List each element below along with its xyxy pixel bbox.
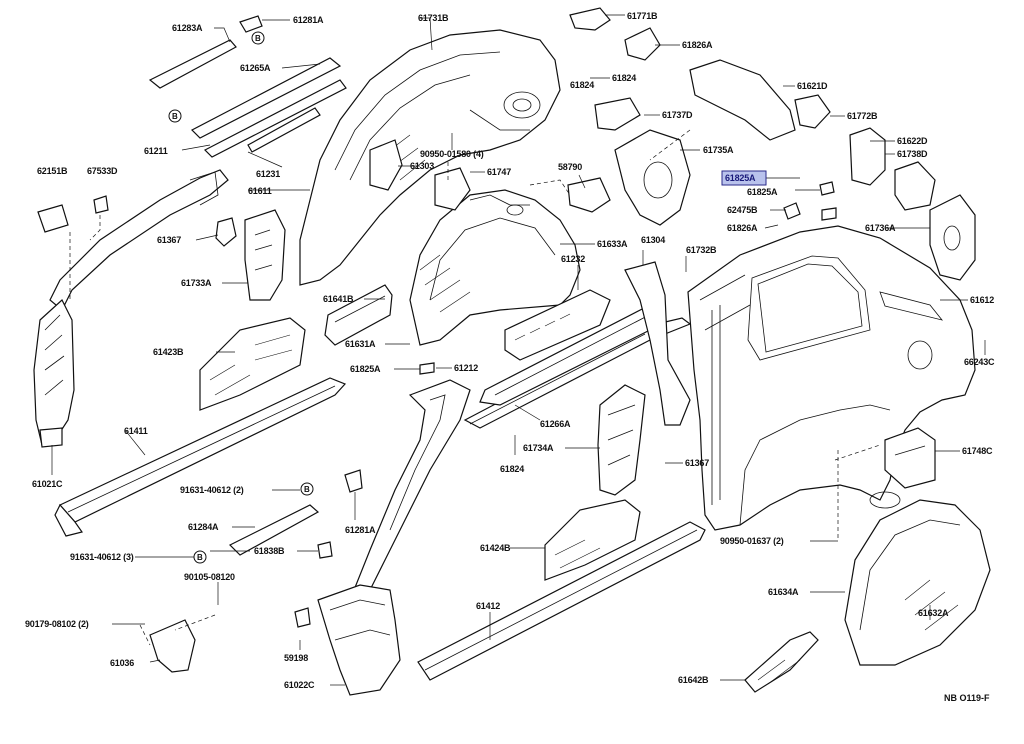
label-61824-mid: 61824 bbox=[570, 80, 594, 90]
upper-rear-pieces bbox=[689, 59, 936, 211]
label-61738d: 61738D bbox=[897, 149, 928, 159]
label-91631-40612-3: 91631-40612 (3) bbox=[70, 552, 134, 562]
front-pillar-lower bbox=[33, 299, 75, 448]
label-61642b: 61642B bbox=[678, 675, 709, 685]
label-61825a-highlighted[interactable]: 61825A bbox=[725, 173, 756, 183]
label-90179-08102: 90179-08102 (2) bbox=[25, 619, 89, 629]
rear-wheelhouse bbox=[844, 491, 991, 666]
label-61771b: 61771B bbox=[627, 11, 658, 21]
marker-letters: B B B B bbox=[172, 34, 310, 562]
part-labels: 61283A 61281A 61731B 61771B 61826A 61265… bbox=[25, 11, 995, 690]
label-61412: 61412 bbox=[476, 601, 500, 611]
inner-upper-panel bbox=[299, 29, 561, 286]
wheelhouse-inner-front bbox=[504, 289, 611, 361]
quarter-lower-reinforce bbox=[199, 317, 306, 411]
label-61283a: 61283A bbox=[172, 23, 203, 33]
label-61231: 61231 bbox=[256, 169, 280, 179]
label-61826a-top: 61826A bbox=[682, 40, 713, 50]
label-90950-01580: 90950-01580 (4) bbox=[420, 149, 484, 159]
label-61825a-left: 61825A bbox=[350, 364, 381, 374]
side-brace bbox=[324, 284, 393, 346]
label-91631-40612-2: 91631-40612 (2) bbox=[180, 485, 244, 495]
label-61212: 61212 bbox=[454, 363, 478, 373]
roof-side-rail bbox=[49, 169, 229, 311]
label-67533d: 67533D bbox=[87, 166, 118, 176]
quarter-extension bbox=[614, 129, 691, 226]
label-61825a-right: 61825A bbox=[747, 187, 778, 197]
center-pillar-base bbox=[317, 584, 401, 696]
label-90105-08120: 90105-08120 bbox=[184, 572, 235, 582]
back-panel-side bbox=[929, 194, 976, 281]
left-small-pieces bbox=[37, 15, 837, 673]
label-62475b: 62475B bbox=[727, 205, 758, 215]
label-61733a: 61733A bbox=[181, 278, 212, 288]
label-61304: 61304 bbox=[641, 235, 665, 245]
label-61731b: 61731B bbox=[418, 13, 449, 23]
label-62151b: 62151B bbox=[37, 166, 68, 176]
diagram-code: NB O119-F bbox=[944, 693, 990, 703]
label-61265a: 61265A bbox=[240, 63, 271, 73]
label-61747: 61747 bbox=[487, 167, 511, 177]
quarter-pillar-inner bbox=[624, 261, 691, 426]
rear-floor-brace bbox=[744, 631, 819, 693]
label-61232: 61232 bbox=[561, 254, 585, 264]
label-61281a-top: 61281A bbox=[293, 15, 324, 25]
label-61633a: 61633A bbox=[597, 239, 628, 249]
label-61022c: 61022C bbox=[284, 680, 315, 690]
label-58790: 58790 bbox=[558, 162, 582, 172]
label-90950-01637: 90950-01637 (2) bbox=[720, 536, 784, 546]
label-61281a-bottom: 61281A bbox=[345, 525, 376, 535]
highlight-box-61825a[interactable] bbox=[721, 170, 767, 186]
rocker-panel-rear bbox=[417, 521, 706, 681]
label-61423b: 61423B bbox=[153, 347, 184, 357]
label-61021c: 61021C bbox=[32, 479, 63, 489]
label-61266a: 61266A bbox=[540, 419, 571, 429]
label-61734a: 61734A bbox=[523, 443, 554, 453]
label-61824-top: 61824 bbox=[612, 73, 636, 83]
marker-b-3: B bbox=[304, 485, 310, 494]
label-61367-right: 61367 bbox=[685, 458, 709, 468]
label-61622d: 61622D bbox=[897, 136, 928, 146]
label-61303: 61303 bbox=[410, 161, 434, 171]
label-61621d: 61621D bbox=[797, 81, 828, 91]
rocker-panel-front bbox=[54, 377, 347, 537]
top-small-pieces bbox=[369, 7, 661, 213]
marker-b-2: B bbox=[172, 112, 178, 121]
label-61737d: 61737D bbox=[662, 110, 693, 120]
label-61211: 61211 bbox=[144, 146, 168, 156]
label-61424b: 61424B bbox=[480, 543, 511, 553]
label-61748c: 61748C bbox=[962, 446, 993, 456]
label-61631a: 61631A bbox=[345, 339, 376, 349]
label-61284a: 61284A bbox=[188, 522, 219, 532]
label-61411: 61411 bbox=[124, 426, 148, 436]
label-61826a-right: 61826A bbox=[727, 223, 758, 233]
label-61367-left: 61367 bbox=[157, 235, 181, 245]
label-61641b: 61641B bbox=[323, 294, 354, 304]
label-61612: 61612 bbox=[970, 295, 994, 305]
label-61735a: 61735A bbox=[703, 145, 734, 155]
label-61772b: 61772B bbox=[847, 111, 878, 121]
label-61611: 61611 bbox=[248, 186, 272, 196]
part-shapes bbox=[33, 7, 991, 696]
reference-markers bbox=[168, 31, 314, 564]
label-59198: 59198 bbox=[284, 653, 308, 663]
leader-lines bbox=[51, 14, 986, 686]
quarter-panel-outer bbox=[687, 225, 976, 531]
rear-lower-reinforce bbox=[544, 499, 641, 581]
label-61036: 61036 bbox=[110, 658, 134, 668]
center-inner-brace bbox=[597, 384, 646, 496]
rear-wheelhouse-bracket bbox=[884, 427, 936, 489]
label-61736a: 61736A bbox=[865, 223, 896, 233]
label-61838b: 61838B bbox=[254, 546, 285, 556]
label-61634a: 61634A bbox=[768, 587, 799, 597]
label-61732b: 61732B bbox=[686, 245, 717, 255]
label-61632a: 61632A bbox=[918, 608, 949, 618]
quarter-inner-upper bbox=[244, 209, 286, 301]
label-61824-bottom: 61824 bbox=[500, 464, 524, 474]
marker-b-1: B bbox=[255, 34, 261, 43]
label-66243c: 66243C bbox=[964, 357, 995, 367]
marker-b-4: B bbox=[197, 553, 203, 562]
